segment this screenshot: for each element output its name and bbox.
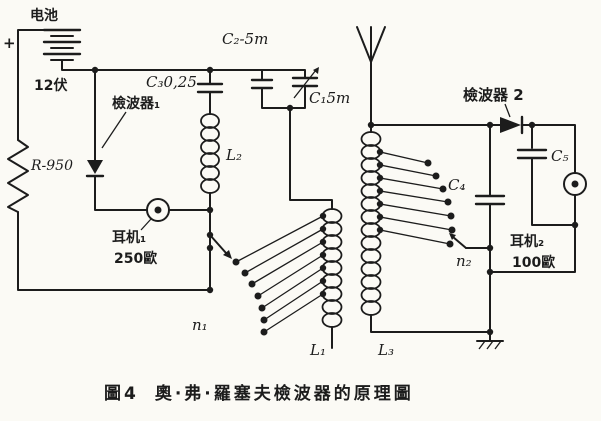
detector2-diode-icon (500, 103, 524, 135)
figure-caption-number: 圖4 (104, 384, 139, 404)
c4-label: C₄ (448, 176, 466, 194)
voltage-label: 12伏 (34, 77, 67, 94)
detector2-label: 檢波器 2 (463, 86, 524, 104)
c2-label: C₂-5т (222, 30, 268, 48)
l3-label: L₃ (377, 341, 394, 359)
antenna-icon (356, 26, 386, 133)
circuit-schematic: 电池 + 12伏 R-950 檢波器₁ C₃0,25 C₂-5т C₁5т L₂… (3, 7, 587, 359)
junction-dots (91, 66, 579, 336)
battery-label: 电池 (30, 7, 58, 24)
c3-label: C₃0,25 (146, 73, 197, 91)
ground-icon (476, 331, 504, 350)
coil-tap-dots (319, 148, 384, 298)
schematic-figure: 电池 + 12伏 R-950 檢波器₁ C₃0,25 C₂-5т C₁5т L₂… (0, 7, 601, 404)
earphone1-icon (140, 198, 170, 231)
earphone2-value-label: 100歐 (512, 254, 555, 271)
plus-label: + (3, 34, 16, 52)
switch-n1 (209, 215, 324, 336)
capacitor-c2-icon (250, 78, 274, 90)
capacitor-c1-variable-icon (291, 67, 319, 99)
n1-label: n₁ (192, 316, 208, 334)
c1-label: C₁5т (309, 89, 350, 107)
wires (17, 29, 576, 349)
capacitor-c5-icon (516, 148, 548, 160)
capacitor-c3-icon (196, 82, 224, 94)
c5-label: C₅ (551, 147, 569, 165)
l2-label: L₂ (225, 146, 242, 164)
earphone2-name-label: 耳机₂ (510, 233, 544, 250)
labels: 电池 + 12伏 R-950 檢波器₁ C₃0,25 C₂-5т C₁5т L₂… (3, 7, 569, 359)
n2-label: n₂ (456, 252, 472, 270)
earphone1-name-label: 耳机₁ (112, 229, 146, 246)
figure-caption-title: 奧·弗·羅塞夫檢波器的原理圖 (154, 384, 414, 404)
coil-l2-icon (200, 113, 220, 194)
switch-n2 (379, 151, 467, 249)
resistor-label: R-950 (30, 158, 73, 174)
capacitor-c4-icon (474, 194, 506, 206)
l1-label: L₁ (309, 341, 326, 359)
figure-caption: 圖4 奧·弗·羅塞夫檢波器的原理圖 (0, 379, 601, 404)
earphone1-value-label: 250歐 (114, 250, 157, 267)
battery-icon (42, 28, 82, 61)
coil-l3-icon (360, 131, 382, 316)
detector1-diode-icon (85, 111, 127, 178)
detector1-label: 檢波器₁ (112, 95, 160, 112)
resistor-r950-icon (7, 139, 29, 213)
earphone2-icon (563, 172, 587, 196)
